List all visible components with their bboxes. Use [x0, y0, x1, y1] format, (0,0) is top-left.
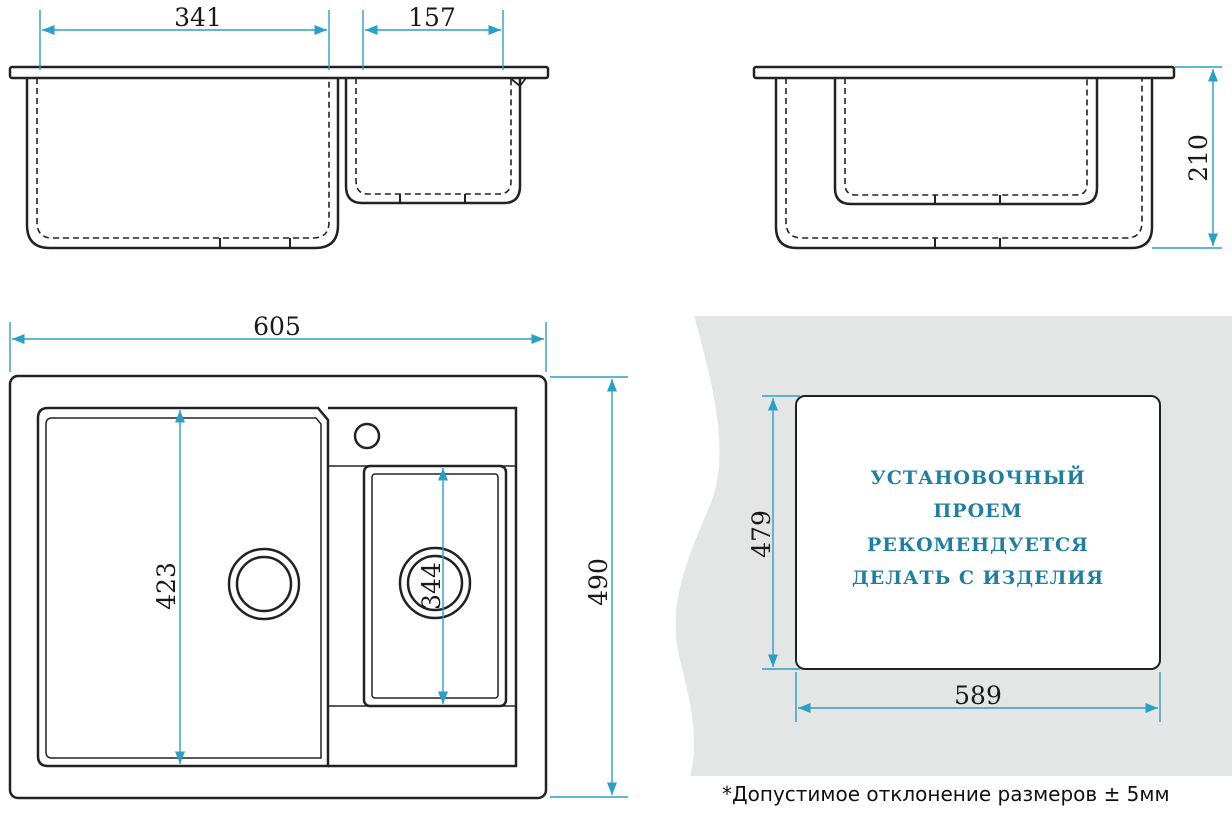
dim-large-bowl-width: [39, 10, 330, 70]
label-479: 479: [747, 510, 776, 558]
top-view: [8, 374, 548, 800]
small-drain: [398, 546, 472, 620]
tolerance-footnote: *Допустимое отклонение размеров ± 5мм: [722, 782, 1170, 806]
dim-cutout-width: [795, 672, 1161, 722]
label-605: 605: [253, 312, 301, 341]
large-drain: [227, 547, 301, 621]
cutout-line-2: ПРОЕМ: [933, 500, 1022, 522]
dim-small-bowl-width: [362, 10, 504, 70]
sink-outer-edge: [8, 374, 548, 800]
front-section-view: [8, 65, 550, 250]
front-rim: [8, 65, 550, 80]
cutout-rect: [795, 395, 1161, 670]
dim-depth: [1152, 66, 1222, 249]
front-inner-dashed: [36, 78, 512, 239]
drainboard-area: [328, 406, 518, 768]
cutout-line-3: РЕКОМЕНДУЕТСЯ: [867, 534, 1089, 556]
label-423: 423: [152, 562, 181, 610]
label-490: 490: [584, 558, 613, 606]
label-210: 210: [1184, 134, 1213, 182]
label-589: 589: [954, 681, 1002, 710]
dim-overall-height: [550, 376, 628, 798]
large-bowl-top: [36, 406, 330, 768]
cutout-line-4: ДЕЛАТЬ С ИЗДЕЛИЯ: [852, 567, 1104, 589]
label-344: 344: [417, 562, 446, 610]
dim-overall-width: [9, 322, 547, 372]
label-157: 157: [408, 3, 456, 32]
side-section-view: [752, 65, 1176, 250]
small-bowl-top: [362, 464, 508, 708]
small-bowl-outline: [344, 78, 522, 205]
faucet-hole: [353, 422, 381, 450]
dim-cutout-height: [762, 395, 800, 670]
label-341: 341: [174, 3, 222, 32]
large-bowl-outline: [25, 78, 340, 250]
cutout-line-1: УСТАНОВОЧНЫЙ: [870, 465, 1085, 489]
